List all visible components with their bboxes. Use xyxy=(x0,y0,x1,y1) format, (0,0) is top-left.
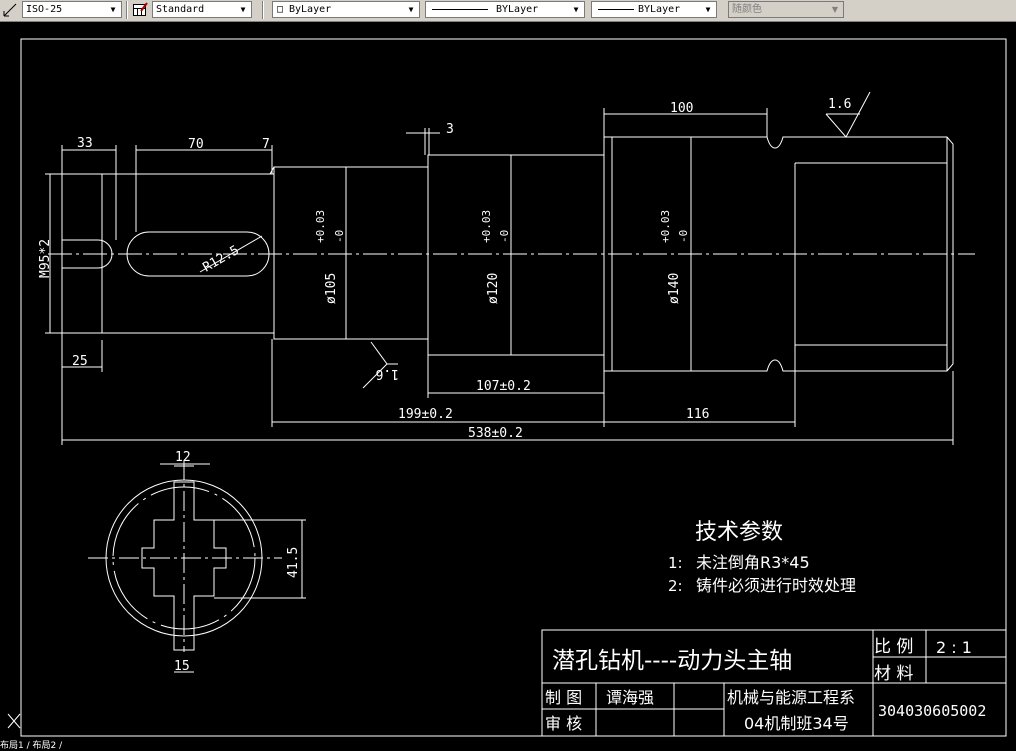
scale-value: 2 : 1 xyxy=(936,638,972,657)
layer-dropdown[interactable]: □ ByLayer ▼ xyxy=(272,1,420,18)
department: 机械与能源工程系 xyxy=(727,688,855,707)
table-style-dropdown[interactable]: Standard ▼ xyxy=(152,1,252,18)
tech-note-2: 铸件必须进行时效处理 xyxy=(696,576,856,595)
title-block xyxy=(541,629,1007,737)
dim-25: 25 xyxy=(72,354,88,369)
lineweight-dropdown[interactable]: BYLayer ▼ xyxy=(591,1,717,18)
chevron-down-icon: ▼ xyxy=(573,5,579,14)
drawn-name: 谭海强 xyxy=(606,688,654,707)
table-style-icon[interactable] xyxy=(132,2,148,18)
dim-r12-5: R12.5 xyxy=(201,243,242,276)
toolbar-separator xyxy=(262,1,264,19)
dim-15: 15 xyxy=(174,659,190,674)
layout-tabs[interactable]: 布局1 / 布局2 / xyxy=(0,741,63,751)
layer-value: ByLayer xyxy=(289,4,332,15)
material-label: 材 料 xyxy=(874,664,913,684)
dim-7: 7 xyxy=(262,137,270,152)
dimension-style-dropdown[interactable]: ISO-25 ▼ xyxy=(22,1,122,18)
dim-thread: M95*2 xyxy=(38,239,53,278)
section-view xyxy=(88,460,306,673)
part-name: 潜孔钻机----动力头主轴 xyxy=(552,648,792,674)
color-swatch-icon: □ xyxy=(277,4,284,15)
shaft-outline xyxy=(61,136,954,372)
dim-116: 116 xyxy=(686,407,709,422)
dim-tol-plus-105: +0.03 xyxy=(314,210,327,243)
dim-tol-plus-120: +0.03 xyxy=(480,210,493,243)
dim-3: 3 xyxy=(446,122,454,137)
tech-title: 技术参数 xyxy=(695,520,783,545)
dim-107: 107±0.2 xyxy=(476,379,531,394)
review-label: 审 核 xyxy=(545,714,582,733)
dim-tol-minus-140: -0 xyxy=(677,230,690,243)
dim-dia-105: ø105 xyxy=(324,273,339,304)
dim-199: 199±0.2 xyxy=(398,407,453,422)
dim-dia-120: ø120 xyxy=(486,273,501,304)
chevron-down-icon: ▼ xyxy=(831,5,839,14)
dim-tol-plus-140: +0.03 xyxy=(659,210,672,243)
dim-538: 538±0.2 xyxy=(468,426,523,441)
scale-label: 比 例 xyxy=(874,637,913,657)
roughness-1-6-top: 1.6 xyxy=(828,97,851,112)
chevron-down-icon: ▼ xyxy=(110,5,116,14)
lineweight-value: BYLayer xyxy=(638,4,681,15)
chevron-down-icon: ▼ xyxy=(705,5,711,14)
tech-note-1-num: 1: xyxy=(668,554,683,572)
toolbar-separator xyxy=(126,1,128,19)
dim-dia-140: ø140 xyxy=(667,273,682,304)
properties-toolbar: ISO-25 ▼ Standard ▼ □ ByLayer ▼ BYLayer … xyxy=(0,0,1016,22)
dim-100: 100 xyxy=(670,101,693,116)
plot-style-dropdown[interactable]: 随颜色 ▼ xyxy=(728,1,844,18)
linetype-dropdown[interactable]: BYLayer ▼ xyxy=(425,1,585,18)
lineweight-sample-icon xyxy=(598,9,634,10)
table-style-value: Standard xyxy=(156,4,205,15)
student-number: 304030605002 xyxy=(878,702,986,720)
dim-tol-minus-120: -0 xyxy=(498,230,511,243)
chevron-down-icon: ▼ xyxy=(240,5,246,14)
tech-note-2-num: 2: xyxy=(668,577,683,595)
dimension-style-icon[interactable] xyxy=(2,2,18,18)
drawing-canvas[interactable]: 33 70 7 3 100 1.6 1.6 M95*2 25 R12.5 ø10… xyxy=(0,22,1016,749)
roughness-1-6-bottom: 1.6 xyxy=(376,366,399,381)
drawing-border xyxy=(20,38,1007,737)
drawn-label: 制 图 xyxy=(545,688,582,707)
dim-12: 12 xyxy=(175,450,191,465)
class-info: 04机制班34号 xyxy=(744,714,849,733)
dim-70: 70 xyxy=(188,137,204,152)
tech-note-1: 未注倒角R3*45 xyxy=(696,553,810,572)
dimension-style-value: ISO-25 xyxy=(26,4,63,15)
dim-41-5: 41.5 xyxy=(286,547,301,578)
dim-33: 33 xyxy=(77,136,93,151)
plot-style-value: 随颜色 xyxy=(732,4,762,15)
linetype-value: BYLayer xyxy=(496,4,539,15)
chevron-down-icon: ▼ xyxy=(408,5,414,14)
ucs-icon xyxy=(7,713,21,729)
dim-tol-minus-105: -0 xyxy=(333,230,346,243)
dimension-lines xyxy=(45,91,954,445)
linetype-sample-icon xyxy=(432,9,488,10)
